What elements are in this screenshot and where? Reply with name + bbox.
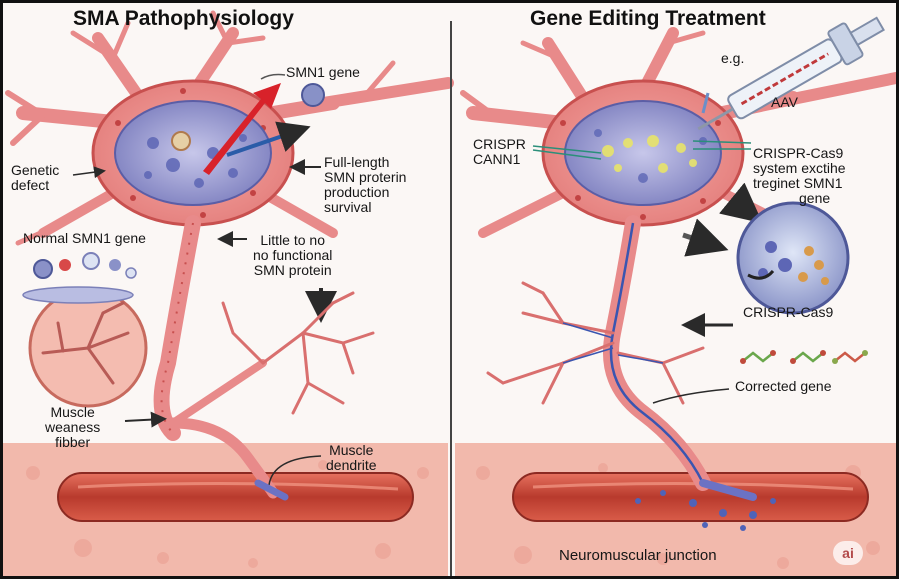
corrected-gene-pointer — [652, 388, 730, 404]
crispr-pointer-2 — [532, 149, 602, 160]
label-crispr-system: CRISPR-Cas9 system exctihe treginet SMN1… — [753, 145, 846, 206]
left-panel-title: SMA Pathophysiology — [73, 7, 294, 30]
label-smn1-gene: SMN1 gene — [286, 64, 360, 80]
label-full-length: Full-length SMN proterin production surv… — [324, 154, 407, 215]
syringe-aav — [697, 16, 885, 131]
genetic-defect-pointer — [72, 166, 106, 179]
right-dendrite-veins — [562, 322, 664, 364]
right-panel-title: Gene Editing Treatment — [530, 7, 766, 30]
label-little-to-no: Little to no no functional SMN protein — [253, 232, 333, 278]
blue-double-arrow — [226, 121, 311, 157]
muscle-fiber-right — [512, 472, 869, 522]
nerve-terminal-left — [254, 479, 289, 501]
corrected-gene-molecules — [742, 351, 866, 363]
muscle-weakness-pointer — [124, 411, 167, 428]
molecule-cluster — [22, 252, 137, 304]
gray-arrow-2 — [682, 218, 729, 257]
corrected-gene-dots — [740, 350, 868, 364]
muscle-fiber-left — [57, 472, 414, 522]
right-nucleus — [564, 100, 722, 206]
dendrite-inset — [28, 288, 148, 408]
right-dendritic-tree — [486, 281, 705, 405]
smn1-molecule — [301, 83, 325, 107]
left-dendritic-tree — [221, 291, 375, 415]
red-arrow — [203, 83, 281, 175]
system-pointer — [692, 140, 752, 144]
label-normal-smn1: Normal SMN1 gene — [23, 230, 146, 246]
smn1-pointer — [260, 73, 286, 80]
label-muscle-weakness: Muscle weaness fibber — [45, 404, 101, 450]
crispr-cas9-circle — [736, 201, 850, 315]
muscle-dendrite-pointer — [268, 455, 322, 486]
ai-watermark-badge: ai — [833, 541, 863, 565]
left-nucleus — [114, 100, 272, 206]
nerve-terminal-right — [635, 479, 776, 531]
crispr-pointer — [532, 145, 602, 154]
label-eg: e.g. — [721, 50, 745, 66]
diagram-artwork — [3, 10, 896, 576]
label-crispr-cas9: CRISPR-Cas9 — [743, 304, 834, 320]
tissue-texture — [26, 460, 880, 569]
label-aav: AAV — [771, 94, 798, 110]
label-corrected-gene: Corrected gene — [735, 378, 832, 394]
label-genetic-defect: Genetic defect — [11, 162, 60, 193]
gray-arrow-1 — [719, 182, 763, 224]
label-muscle-dendrite: Muscle dendrite — [326, 442, 377, 473]
label-neuromuscular-junction: Neuromuscular junction — [559, 547, 717, 564]
label-crispr-cann1: CRISPR CANN1 — [473, 136, 526, 167]
